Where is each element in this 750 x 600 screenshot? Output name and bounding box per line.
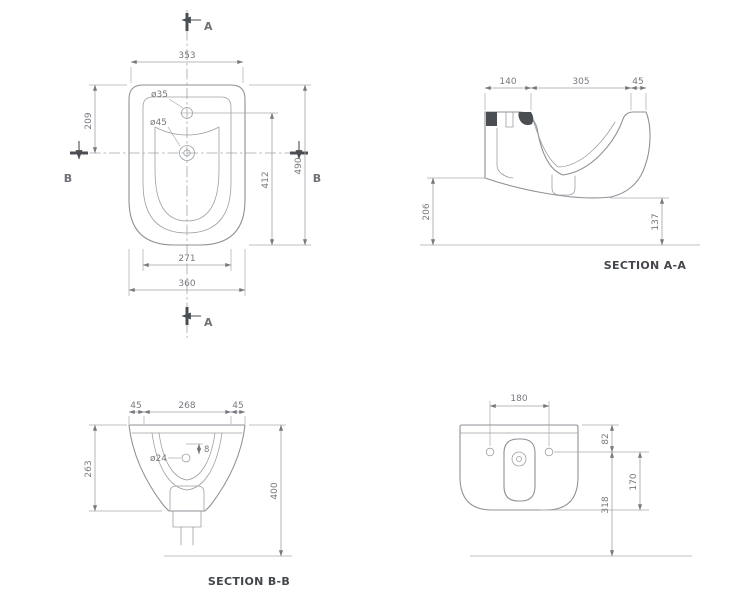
dim-268: 268 [178,401,195,411]
bb-bowl-arc-outer [151,432,223,491]
aa-back-cavity-line [496,127,514,179]
section-aa-title: SECTION A-A [604,259,687,272]
aa-cut-fill-bowl-lip [518,112,534,126]
dim-45-left: 45 [130,401,141,411]
dim-140: 140 [499,77,516,87]
rear-mount-hole-left [485,447,495,457]
dim-209: 209 [84,112,94,129]
aa-drain-trap [551,174,576,196]
plan-bowl-outline [154,126,220,222]
dim-318: 318 [601,496,611,513]
dim-490: 490 [294,157,304,174]
drain-hole-leader [167,126,181,147]
dim-170: 170 [629,473,639,490]
dim-353: 353 [178,51,195,61]
aa-profile-outline [484,111,651,199]
bb-body-outline [128,424,246,512]
dim-353-extensions [130,67,244,83]
tap-hole-diameter-label: ø35 [151,90,168,100]
dim-180-extensions [489,401,550,446]
dim-45-front: 45 [632,77,643,87]
dim-263-extensions [89,424,162,512]
dim-8: 8 [204,445,209,455]
dim-400: 400 [270,482,280,499]
bb-hole-diameter-label: ø24 [150,454,167,464]
bb-top-dim-extensions [128,416,246,424]
section-aa-view: 140 305 45 206 137 SECTION A-A [420,77,700,272]
cut-a-bottom-label: A [204,316,213,329]
dim-412-extensions [194,112,311,246]
dim-263: 263 [84,460,94,477]
rear-mount-hole-right [544,447,554,457]
bb-drain-lines [180,526,194,546]
drain-hole-outer [179,145,195,161]
aa-bowl-inner-line [530,113,616,168]
aa-top-dim-extensions [484,93,647,110]
bb-foot-outline [172,510,202,528]
rear-trap-outline [503,438,536,502]
aa-tap-hole-slot [505,111,514,128]
section-bb-view: 45 268 45 ø24 8 263 400 SECTION B-B [84,401,292,588]
tap-hole-leader [168,98,184,109]
dim-82: 82 [601,433,611,444]
dim-271: 271 [178,254,195,264]
rear-dim-extensions [540,424,649,511]
dim-271-extensions [142,249,232,271]
cut-b-right-label: B [313,172,321,185]
plan-inner-rim [142,96,232,234]
plan-view: A A B B ø35 ø45 353 209 412 [64,10,321,338]
bb-trap-outline [169,485,205,512]
bb-bowl-arc-inner [158,432,216,481]
dim-305: 305 [572,77,589,87]
cut-a-top-label: A [204,20,213,33]
rear-body-outline [459,424,579,511]
aa-cut-fill-back [486,112,497,126]
bb-tap-hole [181,453,191,463]
rear-view: 180 82 170 318 [459,394,692,557]
drain-hole-inner [183,149,191,157]
dim-180: 180 [510,394,527,404]
rear-drain-center [516,456,522,462]
section-bb-title: SECTION B-B [208,575,290,588]
cut-b-left-label: B [64,172,72,185]
dim-206: 206 [422,203,432,220]
plan-outer-outline [128,84,246,246]
drain-hole-diameter-label: ø45 [150,118,167,128]
dim-360: 360 [178,279,195,289]
dim-45-right: 45 [232,401,243,411]
dim-412: 412 [261,171,271,188]
dim-137: 137 [651,213,661,230]
rear-drain-circle [511,451,527,467]
